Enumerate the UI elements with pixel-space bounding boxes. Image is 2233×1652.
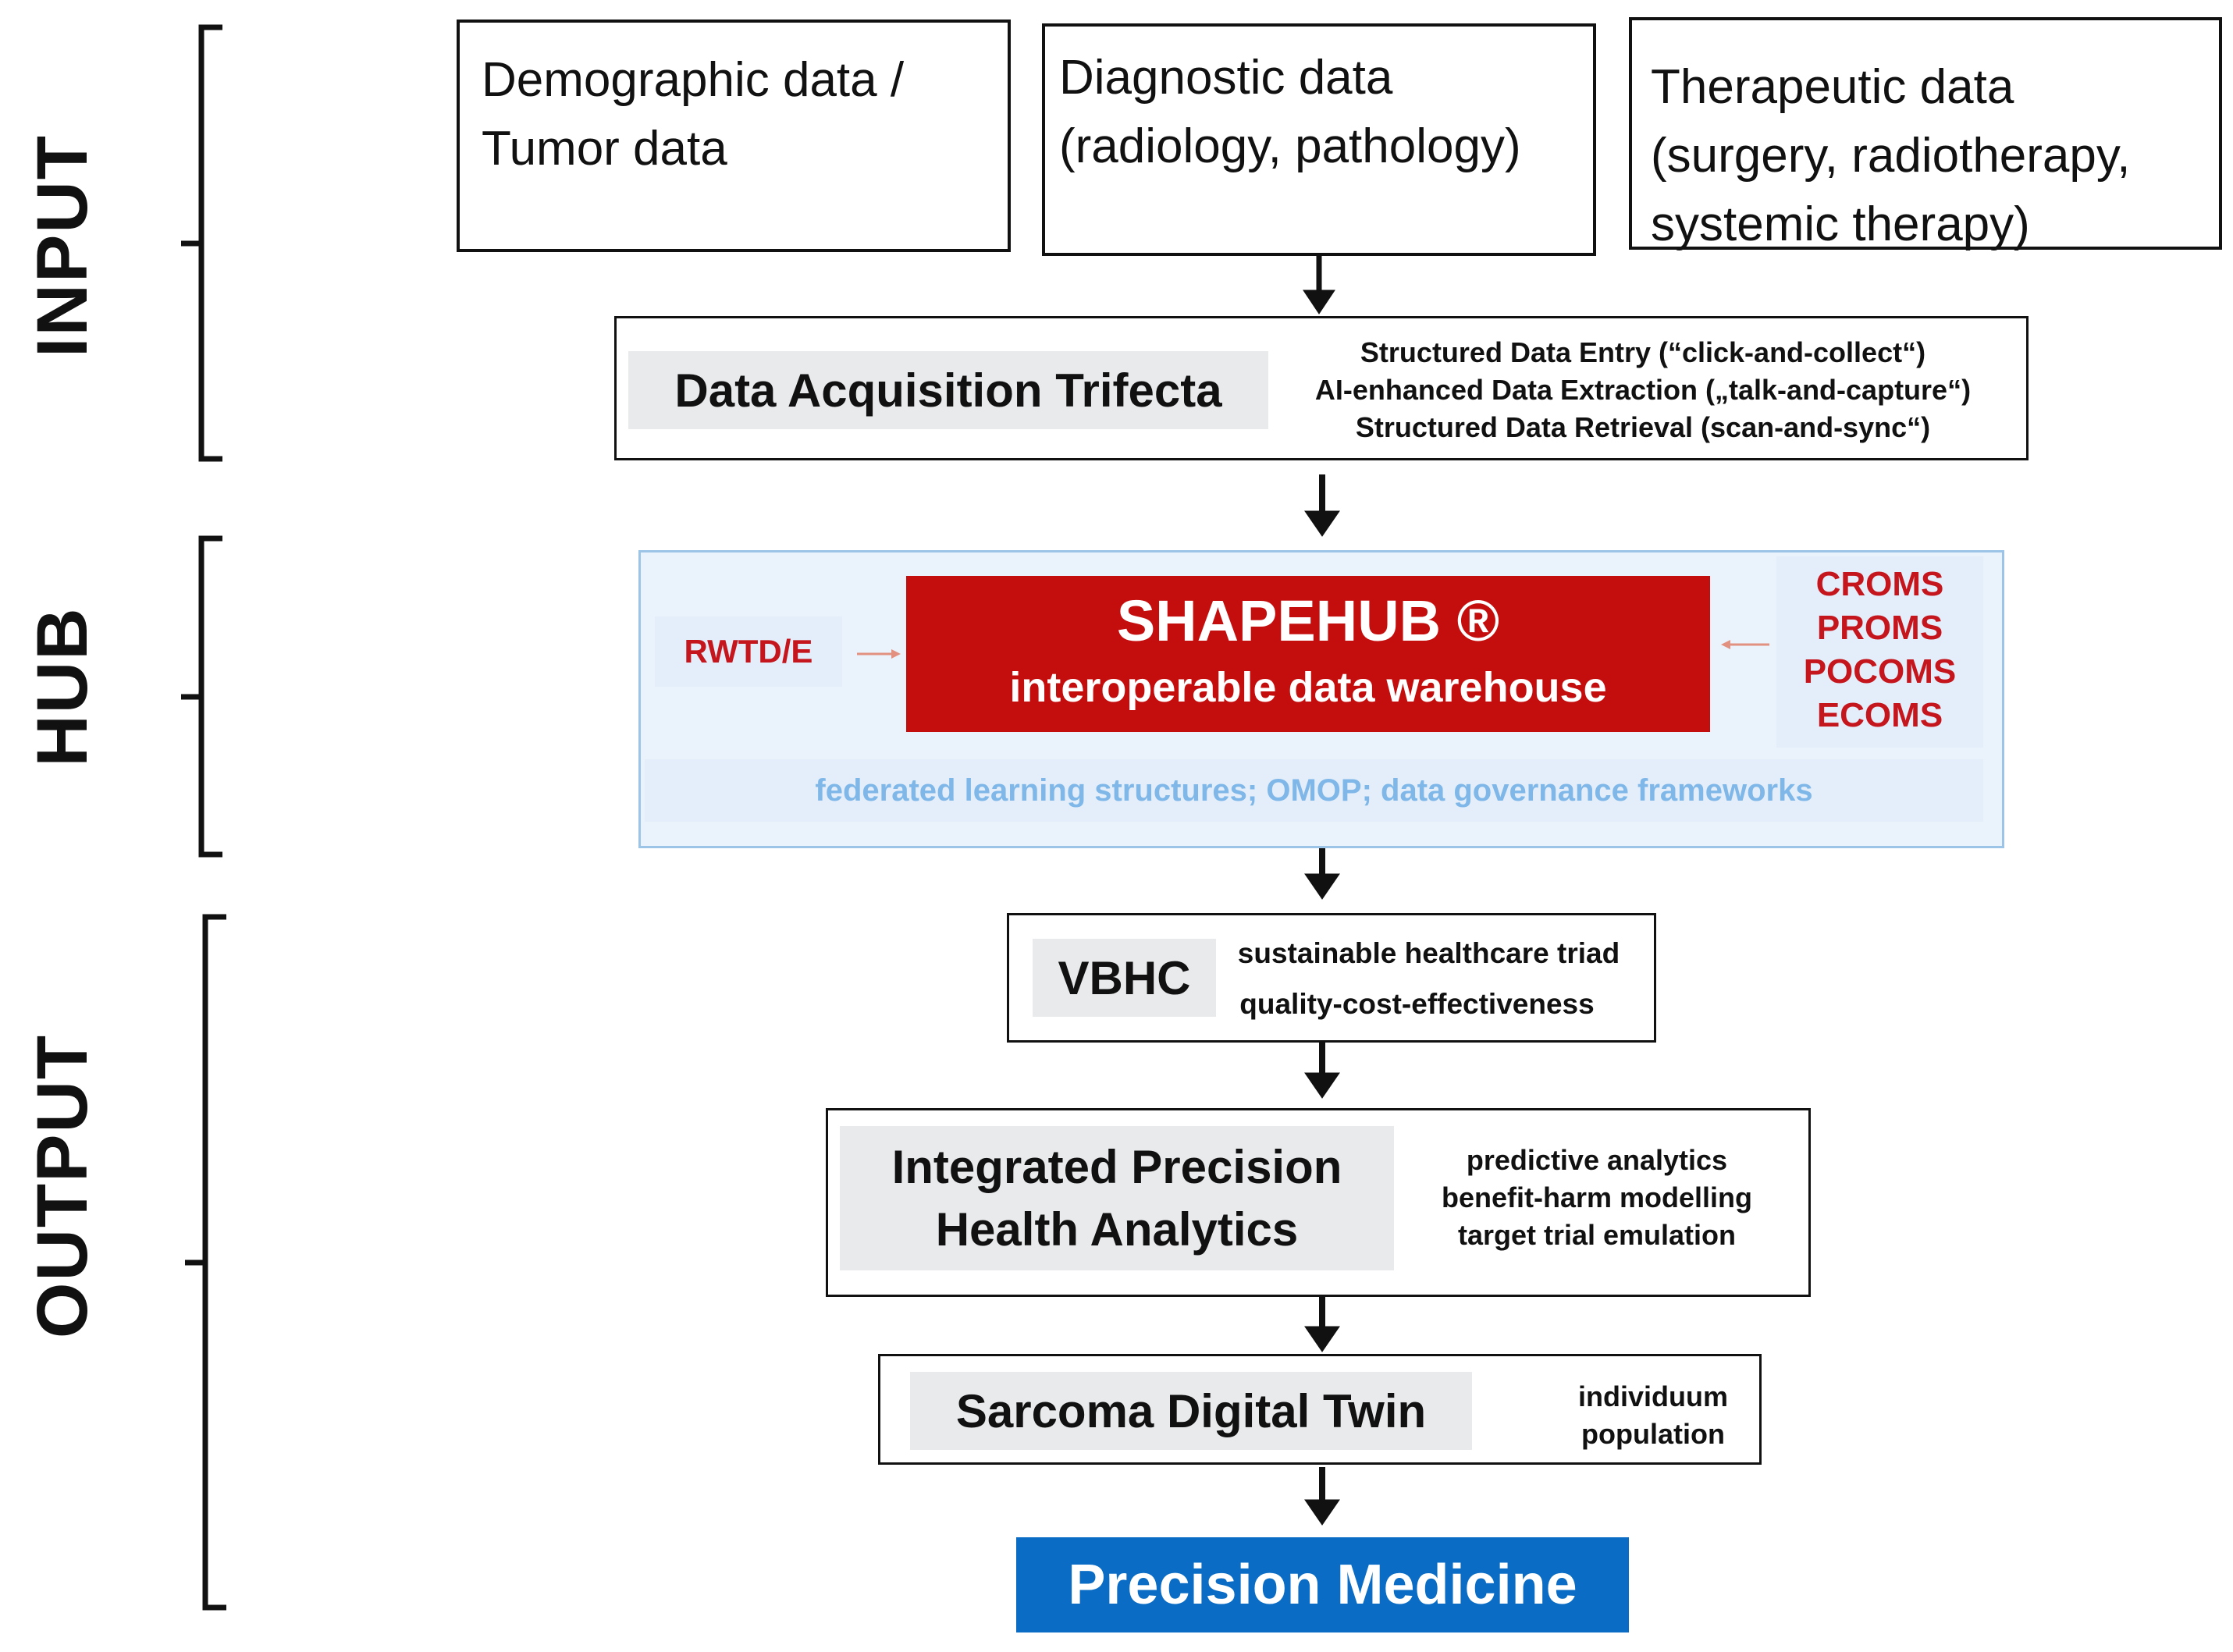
input-therapeutic-line-1: Therapeutic data (1651, 60, 2014, 114)
hub-right-label-croms: CROMS (1815, 565, 1944, 603)
shapehub-core: SHAPEHUB ® interoperable data warehouse (906, 576, 1710, 732)
acquisition-line-1: Structured Data Entry (“click-and-collec… (1360, 336, 1926, 368)
analytics-line-1: predictive analytics (1466, 1144, 1728, 1176)
hub-bracket (181, 535, 222, 858)
hub-right-label-ecoms: ECOMS (1816, 696, 1943, 734)
input-demographic-line-1: Demographic data / (482, 53, 905, 107)
analytics-line-2: benefit-harm modelling (1441, 1181, 1753, 1213)
hub-right-label-proms: PROMS (1816, 609, 1943, 647)
twin-line-1: individuum (1578, 1380, 1728, 1412)
input-box-demographic: Demographic data / Tumor data (457, 20, 1011, 252)
hub-left-label: RWTD/E (655, 616, 842, 687)
shapehub-title: SHAPEHUB ® (1116, 588, 1500, 653)
section-label-hub: HUB (23, 606, 102, 767)
twin-line-2: population (1581, 1418, 1725, 1450)
twin-box: Sarcoma Digital Twin individuum populati… (878, 1354, 1762, 1465)
section-label-input: INPUT (23, 134, 102, 357)
input-diagnostic-line-2: (radiology, pathology) (1059, 119, 1521, 173)
hub-right-arrow (1718, 637, 1773, 652)
acquisition-line-3: Structured Data Retrieval (scan-and-sync… (1355, 411, 1931, 443)
hub-footer: federated learning structures; OMOP; dat… (645, 759, 1983, 822)
arrow-inputs-to-acquisition (1303, 251, 1335, 314)
arrow-acquisition-to-hub (1304, 474, 1340, 537)
arrow-analytics-to-twin (1304, 1297, 1340, 1352)
input-diagnostic-line-1: Diagnostic data (1059, 51, 1393, 105)
input-therapeutic-line-3: systemic therapy) (1651, 197, 2030, 251)
arrow-right-icon (857, 649, 901, 659)
analytics-title-line-1: Integrated Precision (891, 1140, 1342, 1193)
analytics-line-3: target trial emulation (1457, 1219, 1737, 1251)
analytics-title-line-2: Health Analytics (935, 1203, 1299, 1256)
acquisition-line-2: AI-enhanced Data Extraction („talk-and-c… (1314, 374, 1972, 406)
acquisition-title: Data Acquisition Trifecta (628, 351, 1268, 429)
vbhc-box: VBHC sustainable healthcare triad qualit… (1007, 913, 1656, 1043)
hub-container: RWTD/E SHAPEHUB ® interoperable data war… (638, 550, 2004, 848)
arrow-left-icon (1721, 640, 1769, 649)
twin-title: Sarcoma Digital Twin (910, 1372, 1472, 1450)
analytics-title: Integrated Precision Health Analytics (840, 1126, 1394, 1270)
hub-right-label-pocoms: POCOMS (1803, 652, 1957, 691)
acquisition-box: Data Acquisition Trifecta Structured Dat… (614, 316, 2029, 460)
vbhc-title: VBHC (1033, 939, 1216, 1017)
arrow-vbhc-to-analytics (1304, 1043, 1340, 1099)
precision-medicine-banner: Precision Medicine (1016, 1537, 1629, 1632)
arrow-hub-to-vbhc (1304, 844, 1340, 900)
input-bracket (181, 24, 222, 462)
analytics-box: Integrated Precision Health Analytics pr… (826, 1108, 1811, 1297)
input-therapeutic-line-2: (surgery, radiotherapy, (1651, 129, 2131, 183)
arrow-twin-to-result (1304, 1467, 1340, 1526)
shapehub-subtitle: interoperable data warehouse (1009, 664, 1607, 711)
output-bracket (185, 914, 226, 1611)
hub-right-labels: CROMS PROMS POCOMS ECOMS (1776, 556, 1983, 748)
input-box-therapeutic: Therapeutic data (surgery, radiotherapy,… (1629, 17, 2222, 251)
section-label-output: OUTPUT (23, 1033, 102, 1339)
vbhc-line-1: sustainable healthcare triad (1237, 937, 1620, 969)
vbhc-line-2: quality-cost-effectiveness (1239, 988, 1595, 1020)
hub-left-arrow (855, 645, 902, 660)
input-box-diagnostic: Diagnostic data (radiology, pathology) (1042, 23, 1596, 256)
input-demographic-line-2: Tumor data (482, 122, 727, 176)
